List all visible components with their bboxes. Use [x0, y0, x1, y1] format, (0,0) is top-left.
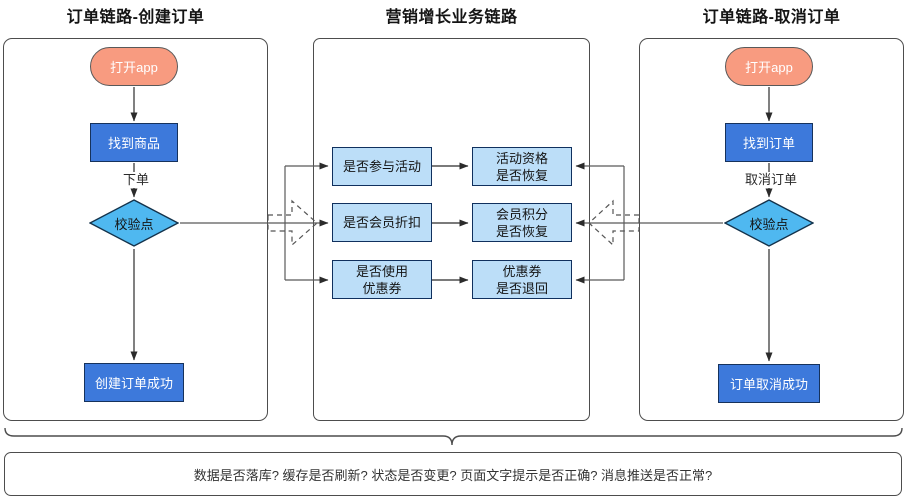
middle-box-activity-check: 是否参与活动 [332, 147, 432, 186]
middle-box-activity-restore: 活动资格 是否恢复 [472, 147, 572, 186]
middle-box-coupon-check-label: 是否使用 优惠券 [355, 263, 408, 296]
action-node-find-order-label: 找到订单 [742, 136, 795, 151]
dashed-arrow-right-icon [267, 199, 318, 247]
panel-title-cancel-order: 订单链路-取消订单 [702, 9, 841, 26]
action-node-find-product: 找到商品 [90, 123, 178, 162]
end-node-create-success: 创建订单成功 [84, 363, 184, 402]
dashed-arrow-left-icon [588, 199, 640, 247]
end-node-cancel-success-label: 订单取消成功 [729, 377, 808, 392]
edge-label-place-order: 下单 [104, 172, 168, 188]
verification-note-text: 数据是否落库? 缓存是否刷新? 状态是否变更? 页面文字提示是否正确? 消息推送… [193, 467, 713, 483]
middle-box-member-discount-check: 是否会员折扣 [332, 203, 432, 242]
middle-box-member-points-restore: 会员积分 是否恢复 [472, 203, 572, 242]
edge-label-cancel-order: 取消订单 [735, 172, 807, 188]
action-node-find-product-label: 找到商品 [107, 136, 160, 151]
middle-box-coupon-check: 是否使用 优惠券 [332, 260, 432, 299]
brace-icon [4, 427, 903, 446]
decision-node-create-label: 校验点 [114, 216, 154, 232]
decision-node-cancel-label: 校验点 [749, 216, 789, 232]
start-node-create-label: 打开app [110, 60, 158, 75]
middle-box-activity-check-label: 是否参与活动 [342, 159, 421, 174]
start-node-cancel-label: 打开app [745, 60, 793, 75]
end-node-create-success-label: 创建订单成功 [94, 376, 173, 391]
diamond-shape-icon [89, 199, 179, 247]
verification-note-bar: 数据是否落库? 缓存是否刷新? 状态是否变更? 页面文字提示是否正确? 消息推送… [4, 452, 902, 496]
start-node-create: 打开app [90, 47, 178, 86]
decision-node-cancel-checkpoint: 校验点 [724, 199, 814, 247]
start-node-cancel: 打开app [725, 47, 813, 86]
panel-title-create-order: 订单链路-创建订单 [66, 9, 205, 26]
middle-box-activity-restore-label: 活动资格 是否恢复 [495, 150, 548, 183]
end-node-cancel-success: 订单取消成功 [718, 364, 820, 403]
decision-node-create-checkpoint: 校验点 [89, 199, 179, 247]
middle-box-member-discount-check-label: 是否会员折扣 [342, 215, 421, 230]
panel-title-marketing-chain: 营销增长业务链路 [385, 9, 518, 26]
diamond-shape-icon [724, 199, 814, 247]
middle-box-member-points-restore-label: 会员积分 是否恢复 [495, 206, 548, 239]
middle-box-coupon-return-label: 优惠券 是否退回 [495, 263, 548, 296]
middle-box-coupon-return: 优惠券 是否退回 [472, 260, 572, 299]
action-node-find-order: 找到订单 [725, 123, 813, 162]
